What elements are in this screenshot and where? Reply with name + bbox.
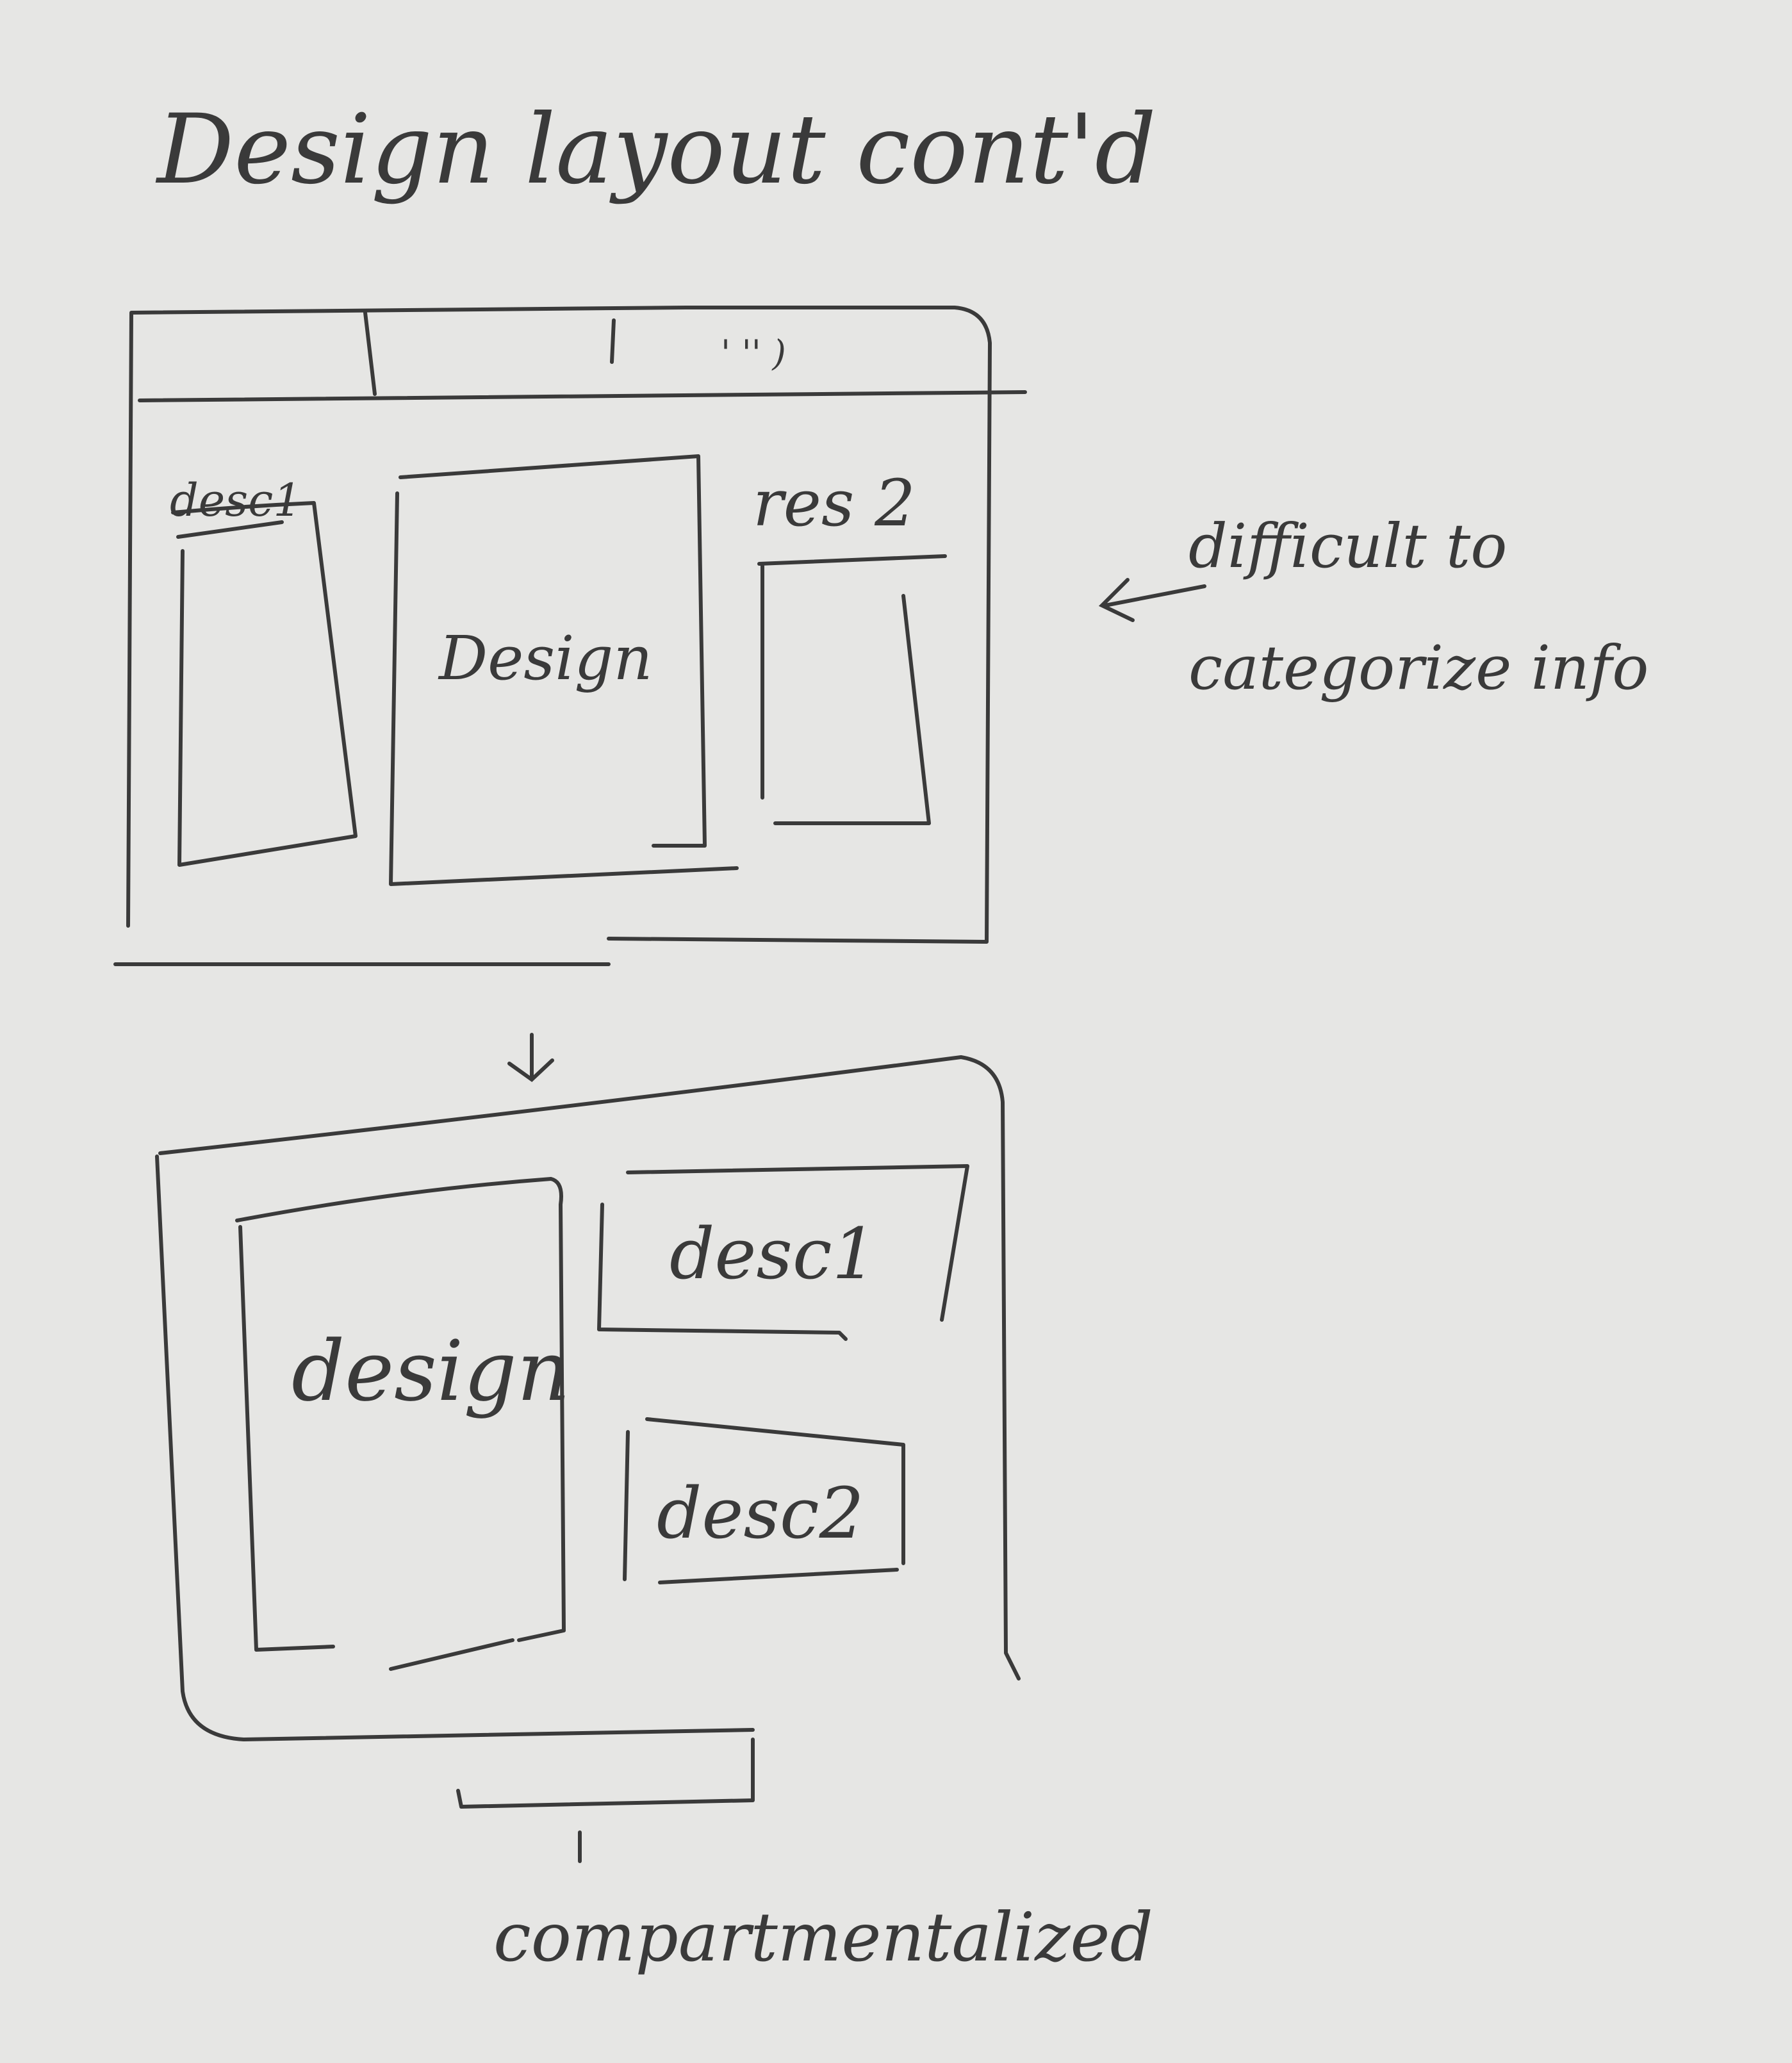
panel-left-bottom: [235, 1177, 566, 1671]
annotation-right-line2: categorize info: [1188, 633, 1648, 703]
panel-left-underline: [176, 520, 284, 539]
sketch-top: [113, 306, 1027, 966]
panel-center-top: [389, 454, 739, 886]
panel-left-top: [171, 501, 358, 867]
sketch-bottom: [155, 1055, 1021, 1863]
panel-top-right-bottom: [597, 1164, 969, 1341]
panel-bottom-right-bottom: [623, 1417, 905, 1584]
left-arrow-icon: [1098, 578, 1206, 622]
panel-center-label-top: Design: [438, 623, 653, 694]
panel-top-right-label-bottom: desc1: [670, 1213, 877, 1295]
panel-right-top: [757, 554, 947, 825]
panel-right-label-top: res 2: [753, 466, 916, 541]
page-title: Design layout cont'd: [155, 94, 1156, 206]
down-arrow-icon: [507, 1033, 554, 1082]
panel-left-label-top: desc1: [170, 474, 302, 527]
window-frame-bottom: [155, 1055, 1021, 1809]
annotation-bottom: compartmentalized: [493, 1898, 1153, 1977]
panel-left-label-bottom: design: [292, 1322, 570, 1420]
tab-bar: [138, 311, 1027, 402]
panel-bottom-right-label-bottom: desc2: [657, 1472, 864, 1554]
annotation-right-line1: difficult to: [1188, 511, 1507, 582]
tab-marks: ' '' ): [721, 333, 786, 374]
window-frame-top: [113, 306, 992, 966]
